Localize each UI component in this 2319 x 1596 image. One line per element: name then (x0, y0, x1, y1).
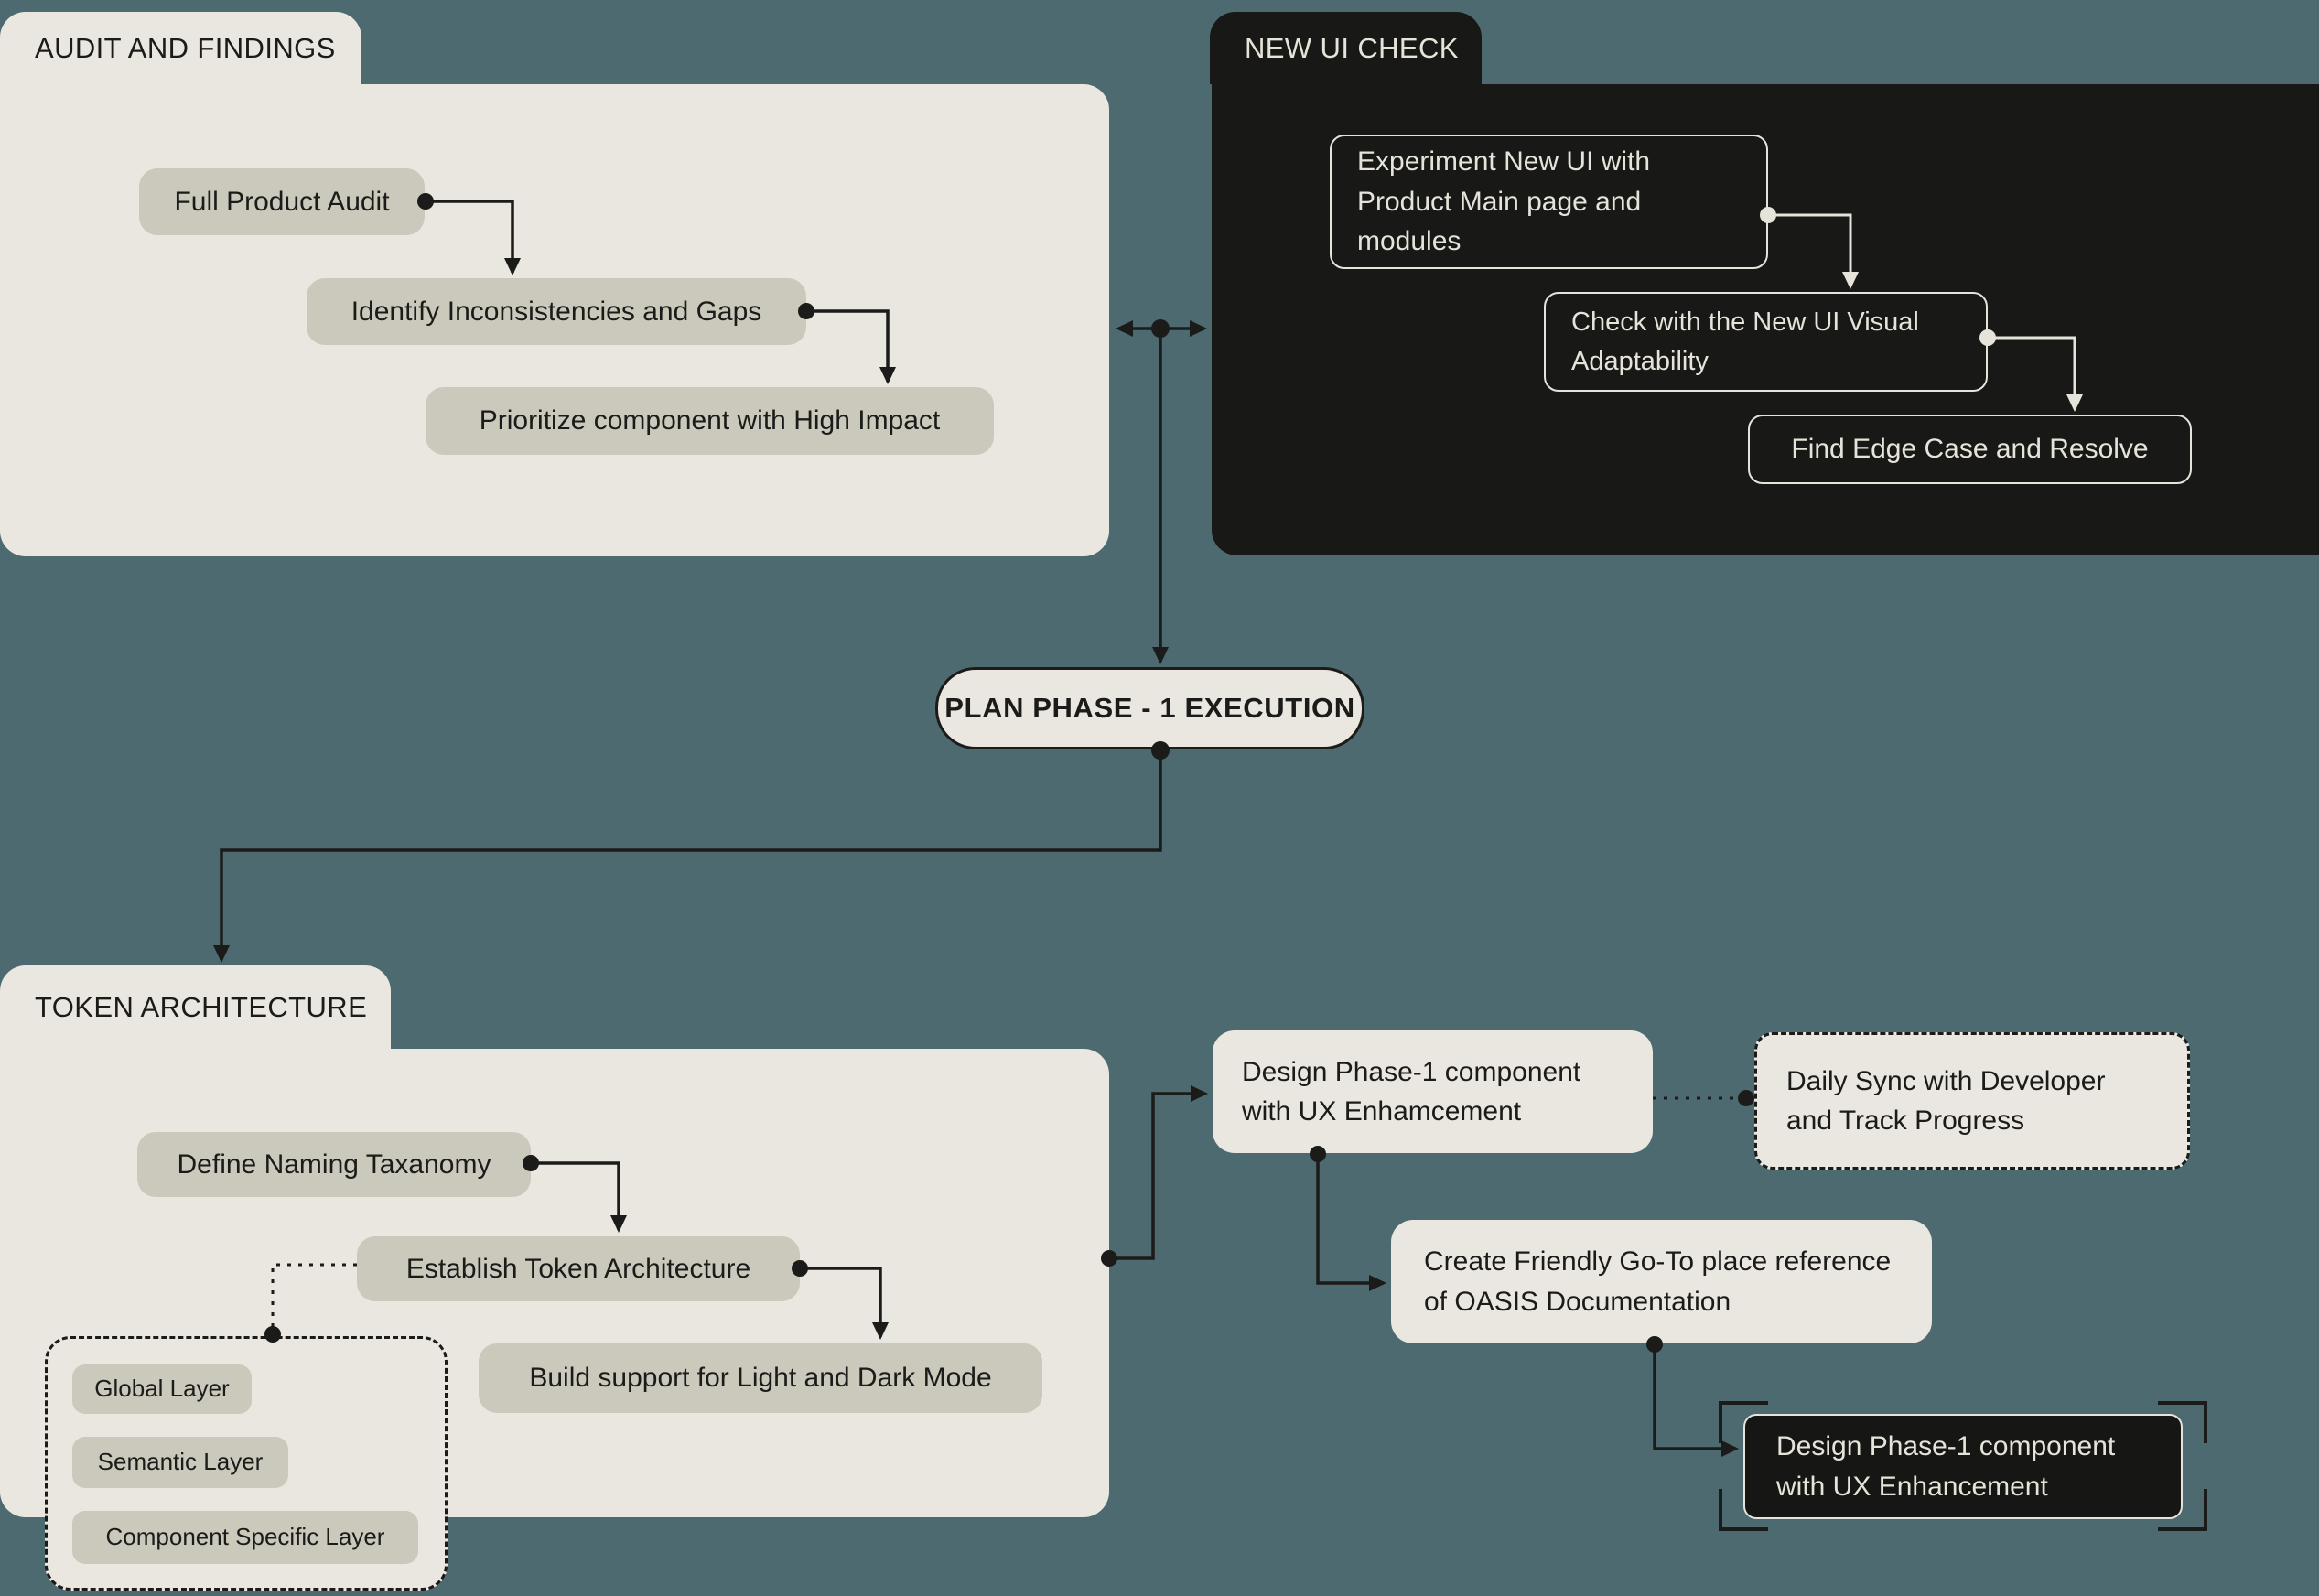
node-create-oasis-reference[interactable]: Create Friendly Go-To place reference of… (1391, 1220, 1932, 1343)
node-establish-token-architecture[interactable]: Establish Token Architecture (357, 1236, 800, 1301)
node-semantic-layer[interactable]: Semantic Layer (72, 1437, 288, 1488)
node-label: Global Layer (94, 1375, 230, 1403)
bracket-bottom-left-icon (1719, 1489, 1768, 1531)
node-label: Design Phase-1 component with UX Enhamce… (1242, 1056, 1581, 1127)
new-ui-check-title: NEW UI CHECK (1245, 31, 1459, 64)
node-check-visual-adaptability[interactable]: Check with the New UI Visual Adaptabilit… (1544, 292, 1988, 392)
node-find-edge-case[interactable]: Find Edge Case and Resolve (1748, 415, 2192, 484)
node-prioritize-components[interactable]: Prioritize component with High Impact (426, 387, 994, 455)
connector-dot (1738, 1090, 1754, 1106)
connector-token-to-design (1109, 1085, 1208, 1260)
node-plan-phase-1-execution[interactable]: PLAN PHASE - 1 EXECUTION (935, 667, 1364, 749)
node-label: Establish Token Architecture (405, 1253, 751, 1284)
bracket-top-right-icon (2158, 1401, 2207, 1443)
node-label: Full Product Audit (174, 186, 390, 217)
token-architecture-tab[interactable]: TOKEN ARCHITECTURE (0, 965, 391, 1049)
bracket-bottom-right-icon (2158, 1489, 2207, 1531)
node-label: Daily Sync with Developer and Track Prog… (1786, 1065, 2106, 1137)
node-experiment-new-ui[interactable]: Experiment New UI with Product Main page… (1330, 135, 1768, 269)
new-ui-check-panel (1212, 84, 2319, 555)
token-architecture-title: TOKEN ARCHITECTURE (35, 990, 368, 1023)
node-label: Create Friendly Go-To place reference of… (1424, 1246, 1892, 1317)
node-build-light-dark-mode[interactable]: Build support for Light and Dark Mode (479, 1343, 1042, 1413)
audit-findings-tab[interactable]: AUDIT AND FINDINGS (0, 12, 361, 84)
node-design-phase1-ux[interactable]: Design Phase-1 component with UX Enhamce… (1213, 1030, 1653, 1153)
node-label: Experiment New UI with Product Main page… (1357, 146, 1651, 257)
node-daily-sync-developer[interactable]: Daily Sync with Developer and Track Prog… (1754, 1032, 2190, 1170)
node-label: Define Naming Taxanomy (177, 1148, 491, 1180)
node-label: Check with the New UI Visual Adaptabilit… (1571, 307, 1919, 376)
new-ui-check-tab[interactable]: NEW UI CHECK (1210, 12, 1482, 84)
node-define-naming-taxanomy[interactable]: Define Naming Taxanomy (137, 1132, 531, 1197)
connector-dot (1151, 319, 1170, 338)
node-label: Build support for Light and Dark Mode (529, 1363, 992, 1394)
node-component-specific-layer[interactable]: Component Specific Layer (72, 1511, 418, 1564)
node-identify-inconsistencies[interactable]: Identify Inconsistencies and Gaps (307, 278, 806, 345)
node-label: Semantic Layer (97, 1448, 264, 1476)
node-label: Identify Inconsistencies and Gaps (351, 296, 762, 327)
node-label: PLAN PHASE - 1 EXECUTION (944, 692, 1355, 724)
audit-findings-title: AUDIT AND FINDINGS (35, 31, 336, 64)
node-label: Prioritize component with High Impact (479, 405, 941, 437)
node-label: Design Phase-1 component with UX Enhance… (1776, 1431, 2116, 1502)
node-design-phase1-ux-final[interactable]: Design Phase-1 component with UX Enhance… (1743, 1414, 2183, 1519)
connector-design-to-create (1316, 1154, 1386, 1291)
node-full-product-audit[interactable]: Full Product Audit (139, 168, 425, 235)
node-global-layer[interactable]: Global Layer (72, 1364, 252, 1414)
node-label: Find Edge Case and Resolve (1791, 434, 2149, 465)
node-label: Component Specific Layer (105, 1523, 385, 1551)
connector-plan-to-token (213, 749, 1162, 963)
